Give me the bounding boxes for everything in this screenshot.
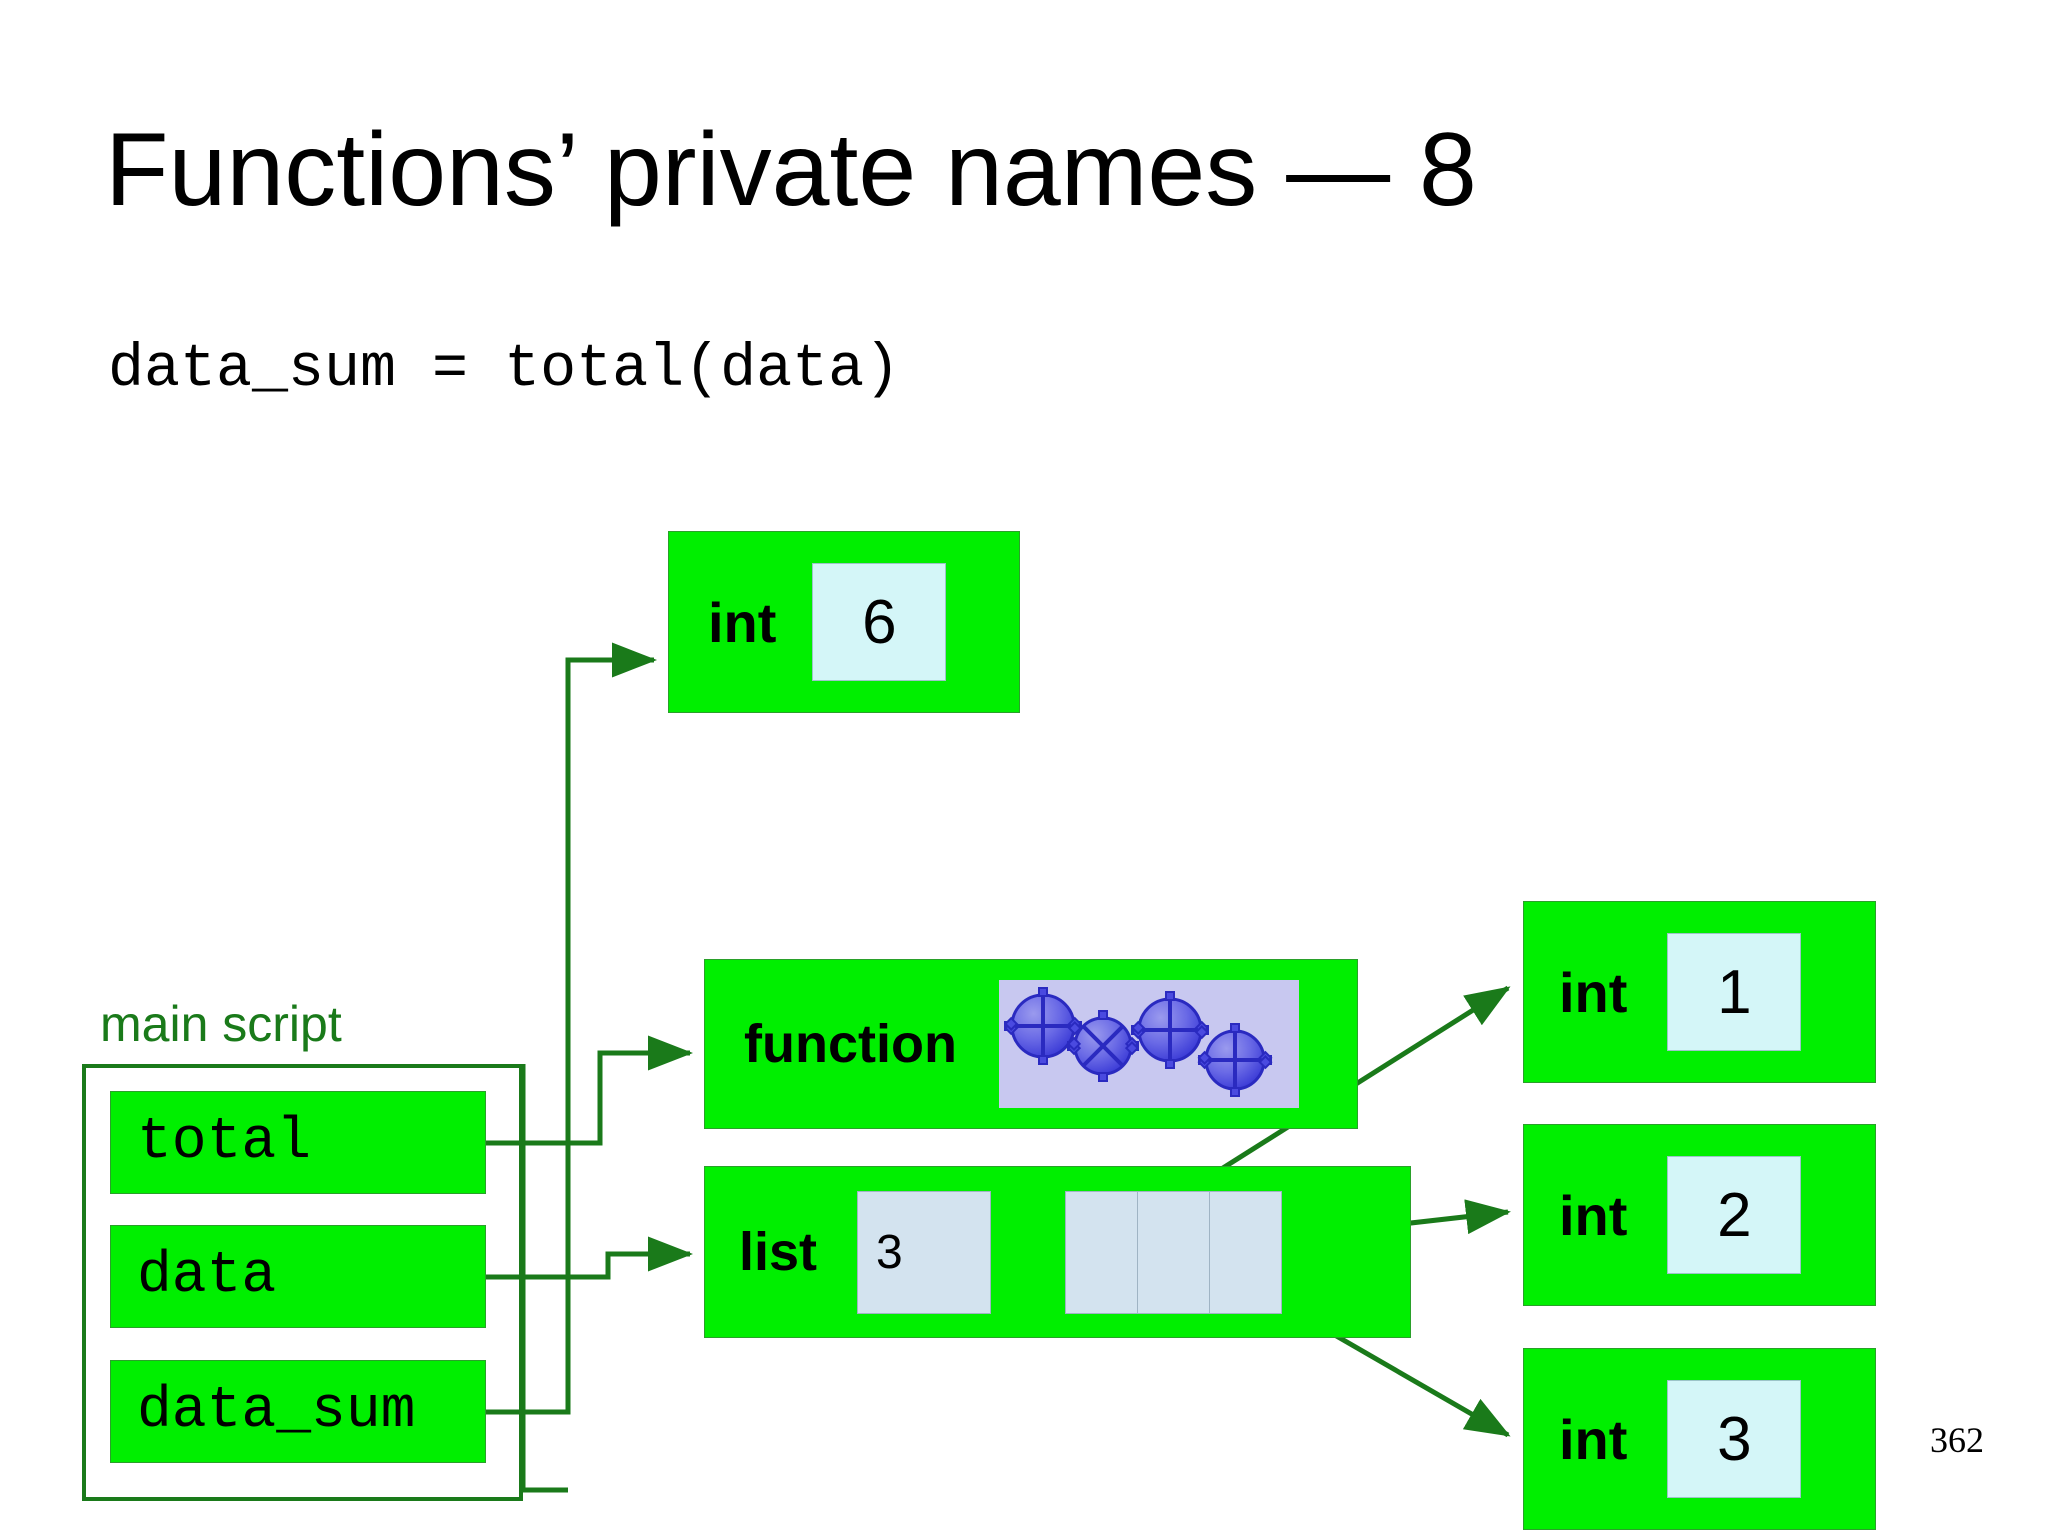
int-value-cell: 3 [1667, 1380, 1802, 1498]
code-line: data_sum = total(data) [108, 336, 901, 404]
variable-name: data [137, 1244, 277, 1309]
variable-total[interactable]: total [110, 1091, 486, 1194]
page-number: 362 [1930, 1420, 1984, 1460]
object-int-6[interactable]: int 6 [668, 531, 1020, 713]
variable-name: data_sum [137, 1379, 416, 1444]
object-int-2[interactable]: int 2 [1523, 1124, 1876, 1306]
list-slot-2[interactable] [1209, 1190, 1283, 1314]
object-type-label: list [739, 1222, 818, 1282]
object-function[interactable]: function [704, 959, 1358, 1129]
variable-name: total [137, 1110, 312, 1175]
list-slot-0[interactable] [1065, 1190, 1139, 1314]
wire-routing-segments [520, 1064, 568, 1493]
gears-icon [998, 980, 1299, 1108]
variable-data[interactable]: data [110, 1225, 486, 1328]
list-slot-1[interactable] [1137, 1190, 1211, 1314]
object-type-label: int [1559, 1407, 1628, 1471]
variable-data-sum[interactable]: data_sum [110, 1360, 486, 1463]
int-value-cell: 2 [1667, 1156, 1802, 1274]
list-length-cell: 3 [857, 1190, 992, 1314]
object-type-label: int [708, 590, 777, 654]
namespace-label: main script [100, 996, 342, 1052]
int-value-cell: 1 [1667, 933, 1802, 1051]
object-list[interactable]: list 3 [704, 1166, 1411, 1338]
page-title: Functions’ private names — 8 [105, 112, 1477, 228]
object-type-label: int [1559, 1183, 1628, 1247]
object-int-1[interactable]: int 1 [1523, 901, 1876, 1083]
namespace-frame [82, 1064, 523, 1501]
object-type-label: function [744, 1014, 957, 1074]
int-value-cell: 6 [812, 563, 947, 681]
object-type-label: int [1559, 960, 1628, 1024]
object-int-3[interactable]: int 3 [1523, 1348, 1876, 1530]
list-slots [1065, 1190, 1283, 1314]
